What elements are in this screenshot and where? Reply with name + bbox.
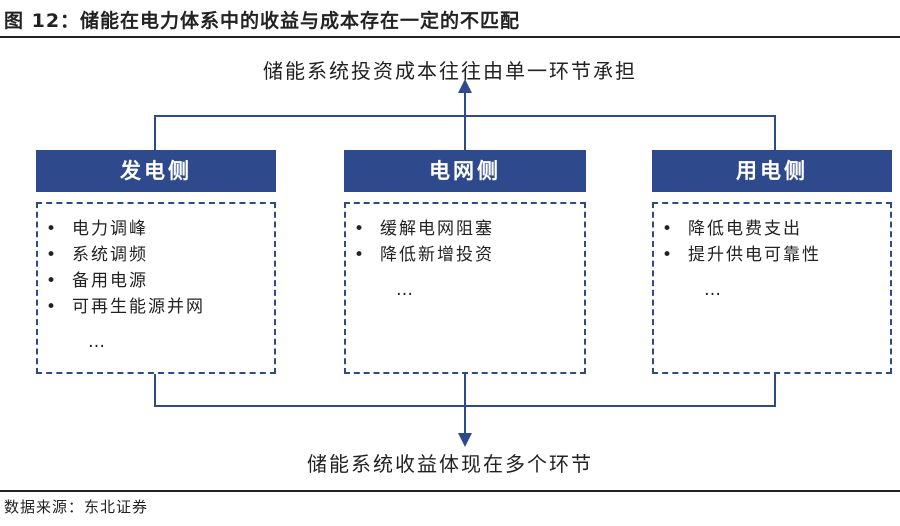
list-item-label: 电力调峰 <box>72 219 148 239</box>
list-item-label: 提升供电可靠性 <box>688 245 821 265</box>
figure-title: 图 12：储能在电力体系中的收益与成本存在一定的不匹配 <box>4 10 521 32</box>
bullet-icon: • <box>662 219 675 239</box>
ellipsis: … <box>704 280 723 300</box>
list-item: • 降低新增投资 <box>354 242 584 268</box>
figure-title-bar: 图 12：储能在电力体系中的收益与成本存在一定的不匹配 <box>0 0 900 36</box>
bullet-icon: • <box>46 219 59 239</box>
header-consumption-side: 用电侧 <box>652 150 892 192</box>
list-item-label: 降低新增投资 <box>380 245 494 265</box>
bullet-icon: • <box>46 271 59 291</box>
list-item-label: 降低电费支出 <box>688 219 802 239</box>
figure-source: 数据来源：东北证券 <box>4 498 149 516</box>
list-item-label: 系统调频 <box>72 245 148 265</box>
list-grid-side: • 缓解电网阻塞 • 降低新增投资 <box>346 204 584 268</box>
box-generation-side: • 电力调峰 • 系统调频 • 备用电源 • 可再生能源并网 … <box>36 202 276 374</box>
list-item: • 提升供电可靠性 <box>662 242 890 268</box>
header-generation-side: 发电侧 <box>36 150 276 192</box>
list-item: • 备用电源 <box>46 268 274 294</box>
bullet-icon: • <box>46 297 59 317</box>
bullet-icon: • <box>354 219 367 239</box>
list-item: • 可再生能源并网 <box>46 294 274 320</box>
list-item: • 系统调频 <box>46 242 274 268</box>
source-rule <box>0 490 900 492</box>
ellipsis: … <box>88 332 107 352</box>
box-consumption-side: • 降低电费支出 • 提升供电可靠性 … <box>652 202 892 374</box>
list-generation-side: • 电力调峰 • 系统调频 • 备用电源 • 可再生能源并网 <box>38 204 274 320</box>
box-grid-side: • 缓解电网阻塞 • 降低新增投资 … <box>344 202 586 374</box>
list-item: • 缓解电网阻塞 <box>354 216 584 242</box>
list-item: • 降低电费支出 <box>662 216 890 242</box>
header-grid-side: 电网侧 <box>344 150 586 192</box>
list-item: • 电力调峰 <box>46 216 274 242</box>
list-item-label: 备用电源 <box>72 271 148 291</box>
bullet-icon: • <box>354 245 367 265</box>
title-rule <box>0 36 900 38</box>
list-item-label: 缓解电网阻塞 <box>380 219 494 239</box>
top-note: 储能系统投资成本往往由单一环节承担 <box>263 59 637 83</box>
ellipsis: … <box>396 280 415 300</box>
bullet-icon: • <box>662 245 675 265</box>
bullet-icon: • <box>46 245 59 265</box>
list-item-label: 可再生能源并网 <box>72 297 205 317</box>
list-consumption-side: • 降低电费支出 • 提升供电可靠性 <box>654 204 890 268</box>
bottom-note: 储能系统收益体现在多个环节 <box>307 452 593 476</box>
